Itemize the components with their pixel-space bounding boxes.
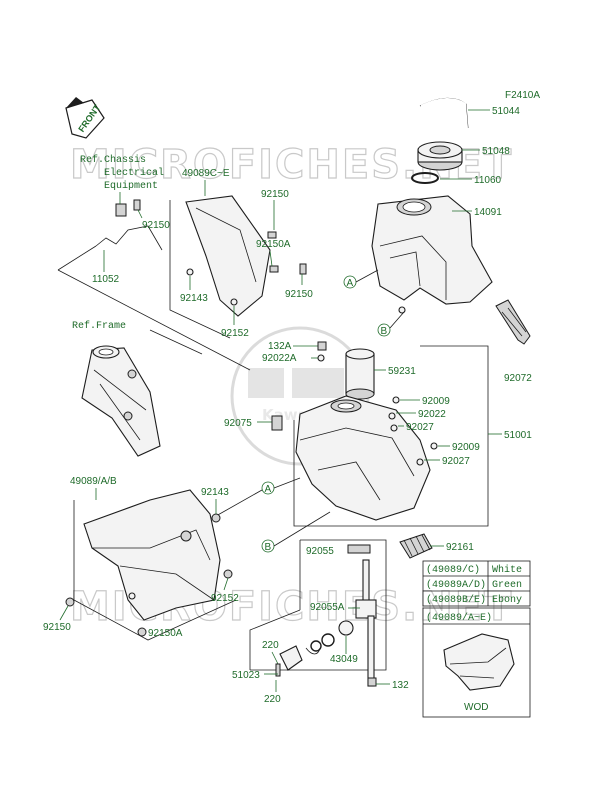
fuel-hose xyxy=(399,533,433,559)
lower-shroud xyxy=(65,489,233,637)
inset-code: (49089/A~E) xyxy=(426,612,492,624)
label-92072: 92072 xyxy=(504,373,532,384)
label-92150-c: 92150 xyxy=(142,220,170,231)
color-code-1: (49089/C) xyxy=(426,564,480,576)
front-arrow-icon: FRONT xyxy=(65,97,105,139)
label-92055: 92055 xyxy=(306,546,334,557)
label-92150a-b: 92150A xyxy=(148,628,183,639)
callout-b2: B xyxy=(265,542,272,553)
cap-gasket xyxy=(411,172,439,184)
ref-chassis-line3: Equipment xyxy=(104,180,158,192)
ref-chassis-line1: Ref.Chassis xyxy=(80,154,146,166)
label-51023: 51023 xyxy=(232,670,260,681)
color-name-2: Green xyxy=(492,580,522,591)
label-92022a: 92022A xyxy=(262,353,297,364)
label-92027-a: 92027 xyxy=(406,422,434,433)
label-92152-a: 92152 xyxy=(221,328,249,339)
tank-cover xyxy=(371,195,493,314)
ref-chassis-line2: Electrical xyxy=(104,167,164,179)
label-92150-d: 92150 xyxy=(43,622,71,633)
filler-neck xyxy=(345,348,375,400)
label-92009-a: 92009 xyxy=(422,396,450,407)
label-51048: 51048 xyxy=(482,146,510,157)
breather-hose xyxy=(419,97,469,129)
upper-shroud-bracket xyxy=(185,195,307,317)
label-51001: 51001 xyxy=(504,430,532,441)
frame-section xyxy=(81,345,161,457)
label-59231: 59231 xyxy=(388,366,416,377)
label-51044: 51044 xyxy=(492,106,520,117)
label-92055a: 92055A xyxy=(310,602,345,613)
chassis-bracket xyxy=(95,199,163,251)
ref-frame: Ref.Frame xyxy=(72,320,126,332)
label-92150-a: 92150 xyxy=(261,189,289,200)
label-92161: 92161 xyxy=(446,542,474,553)
color-code-2: (49089A/D) xyxy=(426,579,486,591)
color-name-1: White xyxy=(492,564,522,576)
label-132: 132 xyxy=(392,680,409,691)
label-92150a-a: 92150A xyxy=(256,239,291,250)
filter-92055 xyxy=(347,544,371,554)
label-92143-a: 92143 xyxy=(180,293,208,304)
tank-pad xyxy=(495,299,531,345)
label-92022: 92022 xyxy=(418,409,446,420)
label-49089ab: 49089/A/B xyxy=(70,476,117,487)
label-92075: 92075 xyxy=(224,418,252,429)
grommet-92075 xyxy=(271,415,283,431)
inset-wod: (49089/A~E) WOD xyxy=(422,607,531,718)
fuel-cap xyxy=(417,141,463,171)
fuel-cock xyxy=(279,559,377,687)
label-11060: 11060 xyxy=(474,175,502,186)
inset-caption: WOD xyxy=(464,702,488,713)
color-table: (49089/C) White (49089A/D) Green (49089B… xyxy=(422,560,531,607)
label-43049: 43049 xyxy=(330,654,358,665)
label-132a: 132A xyxy=(268,341,292,352)
label-11052: 11052 xyxy=(92,274,120,285)
label-92150-b: 92150 xyxy=(285,289,313,300)
label-49089ce: 49089C~E xyxy=(182,168,230,179)
color-name-3: Ebony xyxy=(492,594,522,606)
label-220-a: 220 xyxy=(262,640,279,651)
color-code-3: (49089B/E) xyxy=(426,594,486,606)
bolt-132a xyxy=(317,341,327,351)
callout-a1: A xyxy=(347,278,354,289)
fuel-tank xyxy=(295,395,438,521)
figure-id: F2410A xyxy=(505,90,540,101)
label-92027-b: 92027 xyxy=(442,456,470,467)
label-92009-b: 92009 xyxy=(452,442,480,453)
callout-b1: B xyxy=(381,326,388,337)
label-92152-b: 92152 xyxy=(211,593,239,604)
callout-a2: A xyxy=(265,484,272,495)
label-220-b: 220 xyxy=(264,694,281,705)
label-14091: 14091 xyxy=(474,207,502,218)
callout-b1-marker xyxy=(377,323,391,337)
label-92143-b: 92143 xyxy=(201,487,229,498)
bolt-132 xyxy=(367,677,377,687)
